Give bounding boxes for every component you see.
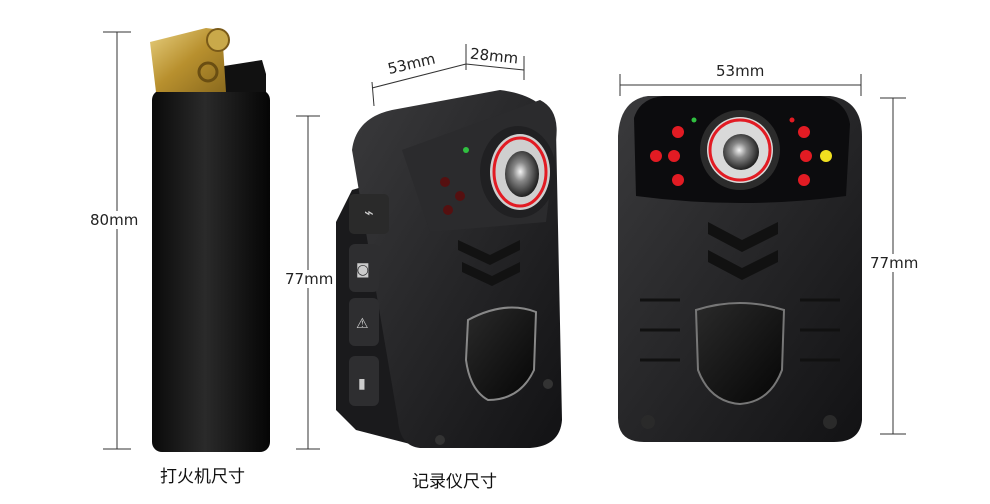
svg-text:◙: ◙ <box>356 262 370 278</box>
front-height-label: 77mm <box>870 254 919 272</box>
svg-text:▮: ▮ <box>358 376 366 392</box>
front-width-dimension <box>619 74 862 96</box>
side-depth-dimension <box>465 44 525 80</box>
side-height-label: 77mm <box>285 270 334 288</box>
recorder-side-view: ⌁ ◙ ⚠ ▮ <box>336 90 562 448</box>
lighter <box>150 28 270 452</box>
side-width-dimension <box>371 63 467 107</box>
recorder-caption: 记录仪尺寸 <box>412 472 497 492</box>
lighter-caption: 打火机尺寸 <box>160 467 245 487</box>
lighter-height-label: 80mm <box>90 211 139 229</box>
svg-text:⌁: ⌁ <box>364 203 374 222</box>
lighter-height-dimension <box>103 31 131 450</box>
front-width-label: 53mm <box>716 62 765 80</box>
svg-text:⚠: ⚠ <box>356 316 369 332</box>
recorder-front-view <box>618 96 862 442</box>
